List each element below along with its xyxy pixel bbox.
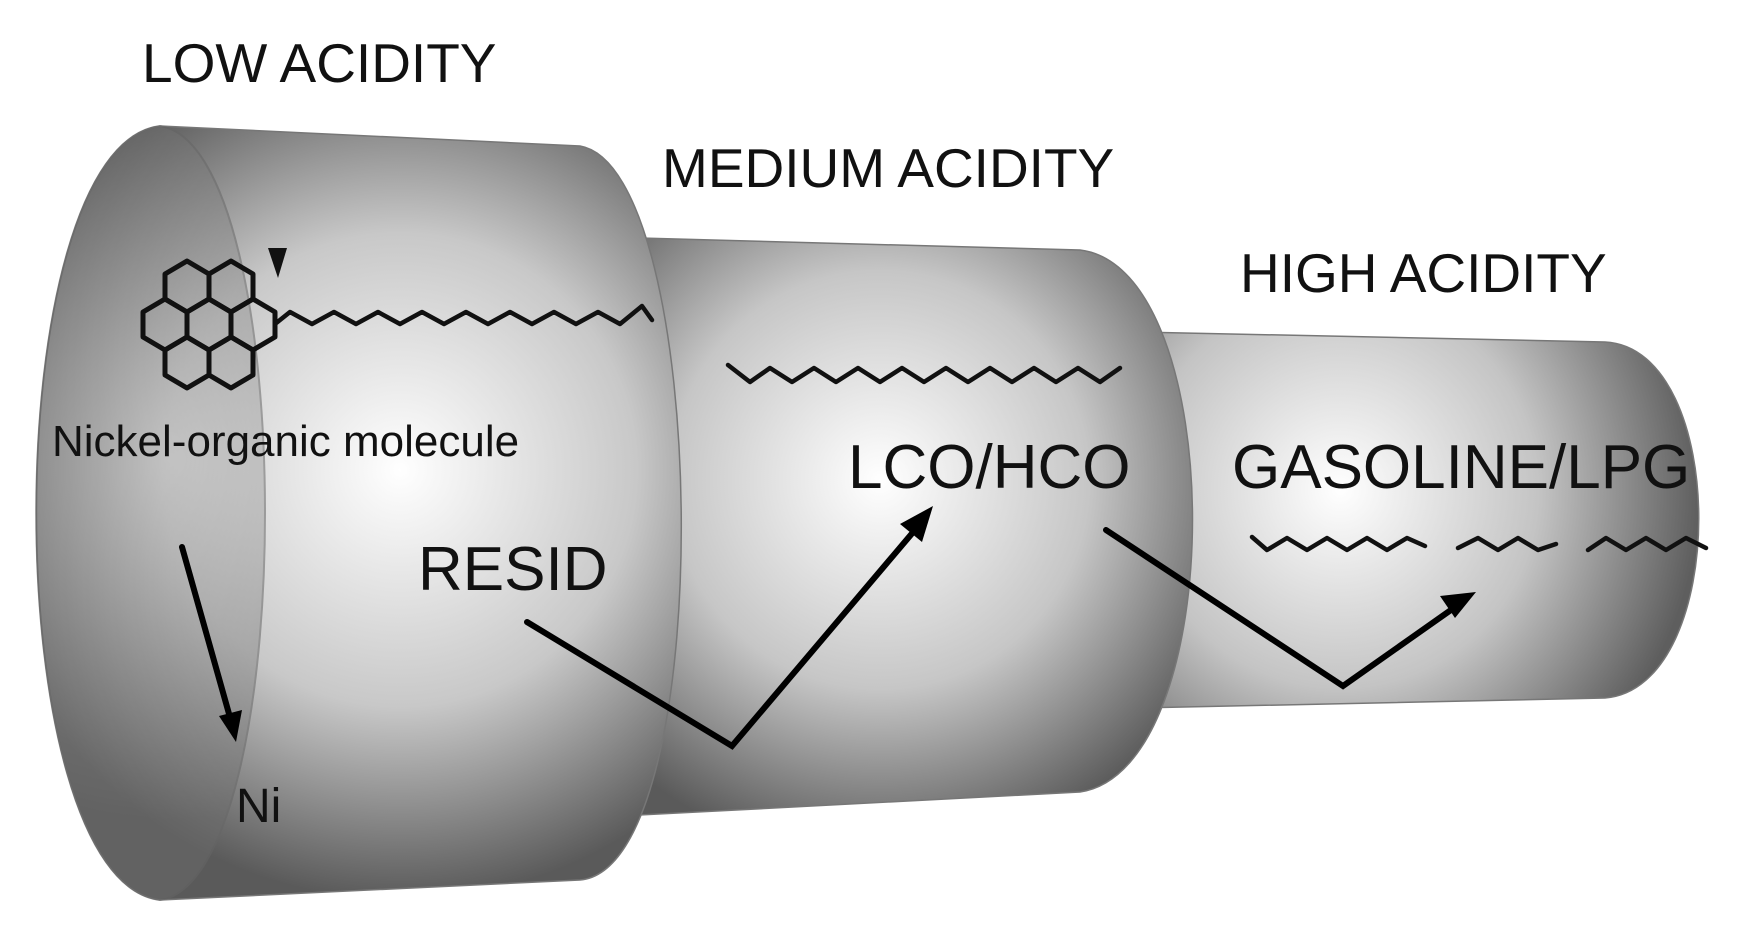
low-acidity-label: LOW ACIDITY (142, 32, 497, 94)
high-acidity-label: HIGH ACIDITY (1240, 242, 1607, 304)
low-acidity-cylinder (35, 124, 682, 902)
gasoline-lpg-label: GASOLINE/LPG (1232, 433, 1690, 502)
short-chain-fragment-2 (1455, 535, 1559, 553)
short-chain-fragments-icon (1249, 534, 1709, 553)
long-alkyl-chain-icon (272, 303, 655, 327)
high-acidity-cylinder (1139, 331, 1700, 709)
nickel-position-marker-icon (268, 248, 287, 278)
low-acidity-cylinder-face (35, 124, 266, 902)
demetallation-arrow-icon (179, 544, 242, 742)
nickel-organic-molecule-label: Nickel-organic molecule (52, 417, 519, 466)
lco-to-gasoline-arrow-icon (1103, 527, 1476, 690)
lco-hco-label: LCO/HCO (848, 433, 1130, 502)
resid-to-lco-arrow-icon (524, 506, 933, 750)
resid-label: RESID (418, 535, 607, 604)
short-chain-fragment-3 (1585, 535, 1709, 553)
medium-acidity-label: MEDIUM ACIDITY (662, 137, 1114, 199)
medium-alkyl-chain-icon (725, 362, 1123, 385)
short-chain-fragment-1 (1249, 534, 1428, 553)
nickel-label: Ni (236, 780, 281, 833)
polyaromatic-rings-icon (140, 258, 278, 391)
